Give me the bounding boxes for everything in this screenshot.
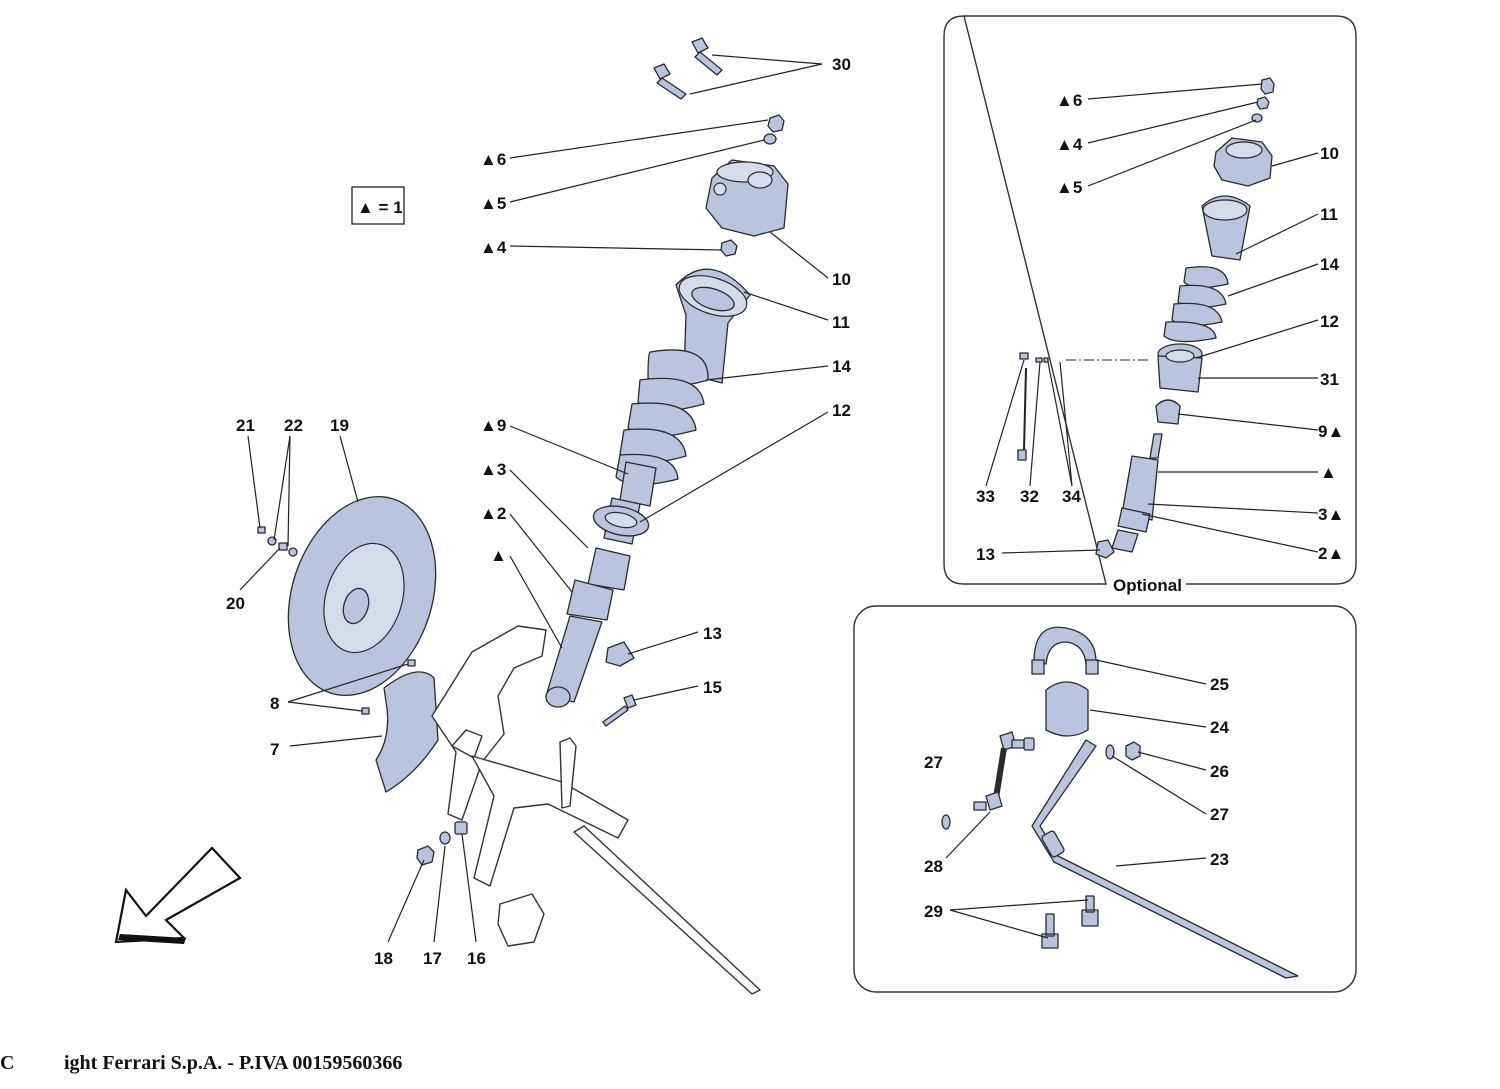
- callout-22: 22: [284, 416, 303, 435]
- callout-5: ▲5: [480, 194, 506, 213]
- inset-callout-2: 2▲: [1318, 544, 1344, 563]
- inset-callout-3: 3▲: [1318, 505, 1344, 524]
- callout-30: 30: [832, 55, 851, 74]
- stab-callout-24: 24: [1210, 718, 1229, 737]
- callout-10: 10: [832, 270, 851, 289]
- inset-callout-14: 14: [1320, 255, 1339, 274]
- inset-callout-32: 32: [1020, 487, 1039, 506]
- nut-6: [767, 114, 785, 133]
- washer-5: [763, 133, 777, 145]
- stab-callout-27-right: 27: [1210, 805, 1229, 824]
- callout-4: ▲4: [480, 238, 507, 257]
- callout-17: 17: [423, 949, 442, 968]
- callout-16: 16: [467, 949, 486, 968]
- callout-14: 14: [832, 357, 851, 376]
- brake-shield-7: [375, 671, 439, 793]
- callout-19: 19: [330, 416, 349, 435]
- callout-8: 8: [270, 694, 279, 713]
- footer-copyright-text: ight Ferrari S.p.A. - P.IVA 00159560366: [64, 1052, 403, 1074]
- callout-15: 15: [703, 678, 722, 697]
- callout-triangle: ▲: [490, 546, 507, 565]
- bolt-30-group: [653, 37, 723, 100]
- nut-4: [720, 239, 738, 257]
- inset-optional-title: Optional: [1113, 576, 1182, 595]
- inset-callout-13: 13: [976, 545, 995, 564]
- stab-callout-28: 28: [924, 857, 943, 876]
- inset-callout-5: ▲5: [1056, 178, 1082, 197]
- callout-7: 7: [270, 740, 279, 759]
- stab-callout-25: 25: [1210, 675, 1229, 694]
- washer-17: [439, 831, 451, 845]
- legend-text: ▲ = 1: [357, 198, 403, 217]
- stab-callout-23: 23: [1210, 850, 1229, 869]
- main-leader-lines: [239, 54, 829, 943]
- inset-callout-4: ▲4: [1056, 135, 1083, 154]
- stab-callout-29: 29: [924, 902, 943, 921]
- callout-3: ▲3: [480, 460, 506, 479]
- callout-18: 18: [374, 949, 393, 968]
- inset-callout-12: 12: [1320, 312, 1339, 331]
- stab-callout-26: 26: [1210, 762, 1229, 781]
- inset-stabilizer-panel: 25 24 26 27 27 23 28 29: [853, 605, 1357, 993]
- callout-13: 13: [703, 624, 722, 643]
- top-mount-10: [705, 159, 789, 237]
- upright-and-control-arm: [431, 625, 761, 995]
- callout-6: ▲6: [480, 150, 506, 169]
- inset-callout-33: 33: [976, 487, 995, 506]
- inset-callout-31: 31: [1320, 370, 1339, 389]
- callout-9: ▲9: [480, 416, 506, 435]
- front-direction-arrow-icon: [114, 846, 242, 944]
- inset-callout-34: 34: [1062, 487, 1081, 506]
- inset-callout-9: 9▲: [1318, 422, 1344, 441]
- shock-absorber: [545, 461, 657, 708]
- nut-18: [416, 845, 435, 866]
- inset-callout-triangle: ▲: [1320, 463, 1337, 482]
- legend: ▲ = 1: [351, 186, 405, 225]
- callout-21: 21: [236, 416, 255, 435]
- nut-16: [454, 821, 468, 835]
- inset-callout-10: 10: [1320, 144, 1339, 163]
- inset-callout-11: 11: [1320, 205, 1338, 224]
- stab-callout-27-left: 27: [924, 753, 943, 772]
- callout-20: 20: [226, 594, 245, 613]
- callout-2: ▲2: [480, 504, 506, 523]
- brake-disc-19: [287, 495, 437, 697]
- inset-callout-6: ▲6: [1056, 91, 1082, 110]
- callout-11: 11: [832, 313, 850, 332]
- main-callout-labels: 30 ▲6 ▲5 ▲4 10 11 14 12 ▲9 ▲3 ▲2 ▲ 13 15…: [226, 55, 851, 968]
- callout-12: 12: [832, 401, 851, 420]
- footer-copyright-letter: C: [0, 1052, 15, 1074]
- bolt-15: [602, 694, 637, 727]
- bushing-13: [605, 641, 635, 667]
- inset-optional-panel: Optional: [943, 15, 1357, 595]
